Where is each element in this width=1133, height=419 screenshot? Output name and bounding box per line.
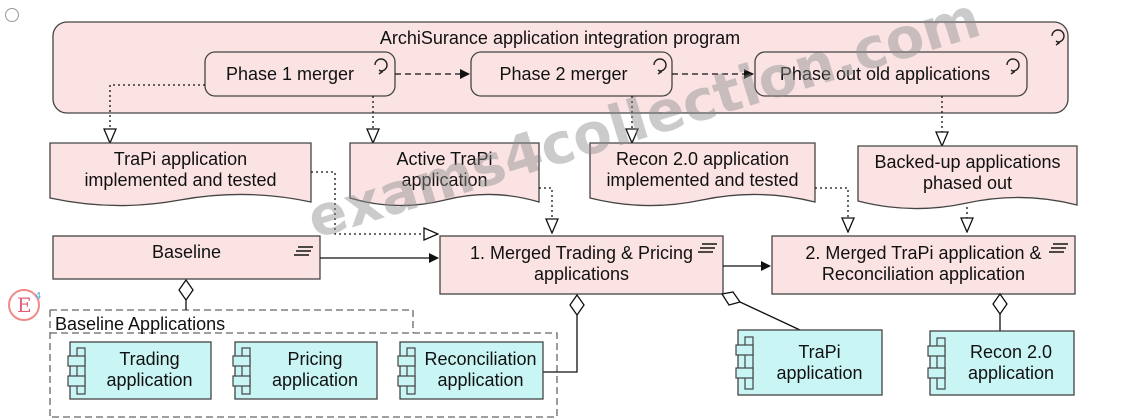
svg-text:E: E <box>17 293 32 317</box>
app-pricing-label: Pricing application <box>271 349 359 390</box>
app-recon-2-label: Recon 2.0 application <box>967 342 1055 383</box>
app-trading-label: Trading application <box>106 349 193 390</box>
deliverable-3-label: Recon 2.0 application implemented and te… <box>606 149 799 190</box>
phase-3-label: Phase out old applications <box>779 63 991 84</box>
app-trapi <box>735 329 883 396</box>
plateau-merged-2-label: 2. Merged TraPi application & Reconcilia… <box>805 243 1042 284</box>
svg-text:4: 4 <box>35 291 41 302</box>
deliverable-shape-1 <box>49 142 312 207</box>
plateau-merged-1-label: 1. Merged Trading & Pricing applications <box>469 243 694 284</box>
baseline-group-label: Baseline Applications <box>55 314 226 334</box>
realization-d1-plateau1 <box>311 171 438 234</box>
plateau-merged-1 <box>439 235 724 295</box>
deliverable-shape-2 <box>349 142 540 207</box>
aggregation-baseline-diamond <box>178 278 194 302</box>
realization-phase1-d1 <box>110 84 205 143</box>
realization-d3-plateau2 <box>815 187 848 232</box>
plateau-baseline-label: Baseline <box>151 241 222 262</box>
app-recon-2 <box>927 330 1075 396</box>
phase-3-box <box>754 51 1028 97</box>
program-title: ArchiSurance application integration pro… <box>379 27 741 48</box>
aggregation-merged1-trapi-diamond <box>720 291 742 306</box>
deliverable-2-label: Active TraPi application <box>396 149 493 190</box>
plateau-baseline <box>52 235 321 280</box>
deliverable-shape-4 <box>857 145 1078 210</box>
realization-d2-plateau1 <box>539 187 552 233</box>
deliverable-4-label: Backed-up applications phased out <box>874 152 1061 193</box>
app-trading <box>67 341 212 400</box>
deliverable-shape-3 <box>589 142 816 207</box>
baseline-applications-group <box>49 309 558 418</box>
deliverable-1-label: TraPi application implemented and tested <box>84 149 277 190</box>
app-reconciliation-label: Reconciliation application <box>424 349 537 390</box>
aggregation-merged1-diamond <box>569 293 585 317</box>
aggregation-merged2-diamond <box>992 292 1008 316</box>
radio-button[interactable] <box>5 8 19 22</box>
plateau-merged-2 <box>771 235 1076 295</box>
phase-2-label: Phase 2 merger <box>499 63 628 84</box>
app-trapi-label: TraPi application <box>776 342 863 383</box>
app-pricing <box>232 341 378 400</box>
aggregation-merged1-recon <box>543 315 578 373</box>
phase-1-label: Phase 1 merger <box>225 63 355 84</box>
app-reconciliation <box>397 341 544 400</box>
aggregation-merged1-trapi <box>739 301 801 331</box>
exam-logo-icon: E 4 <box>8 289 41 321</box>
